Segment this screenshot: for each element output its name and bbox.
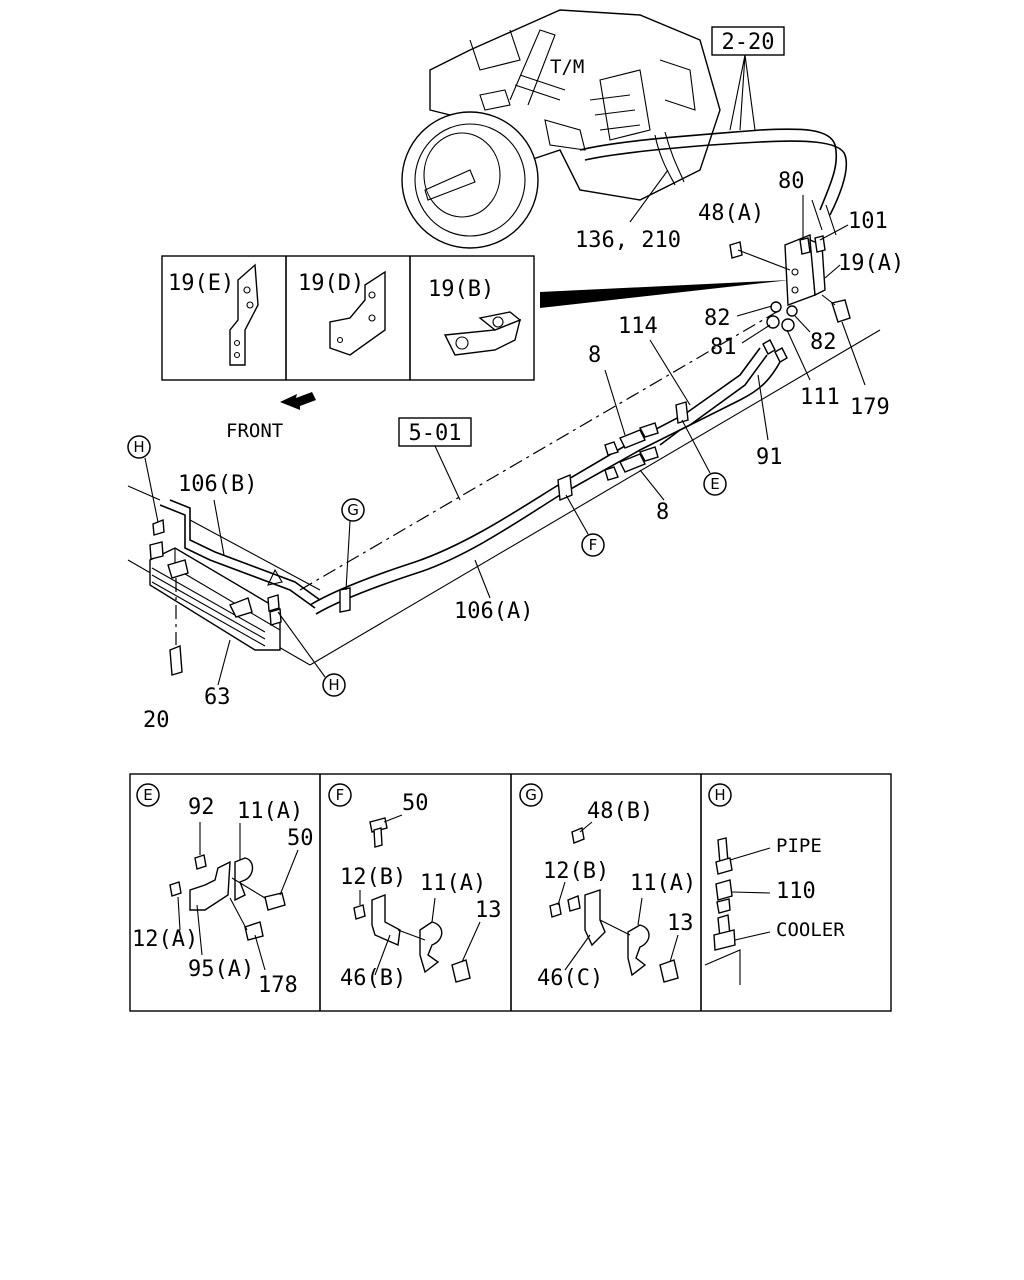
detail-e-label-178: 178 xyxy=(258,973,298,998)
detail-f-letter: F xyxy=(336,786,345,804)
detail-h-label-110: 110 xyxy=(776,879,816,904)
svg-text:H: H xyxy=(328,676,339,694)
svg-text:F: F xyxy=(589,536,598,554)
part-label-111: 111 xyxy=(800,385,840,410)
detail-f-label-11a: 11(A) xyxy=(420,871,486,896)
bracket-inset-panel: 19(E) 19(D) 19(B) xyxy=(161,255,535,381)
callout-e[interactable]: E xyxy=(681,419,727,496)
detail-h-letter: H xyxy=(714,786,725,804)
part-label-80: 80 xyxy=(778,169,805,194)
bracket-label-19d: 19(D) xyxy=(298,271,364,296)
bracket-19d-shape xyxy=(329,270,386,356)
tm-hose-lines xyxy=(579,128,848,236)
part-label-114: 114 xyxy=(618,314,658,339)
part-label-82-left: 82 xyxy=(704,306,731,331)
part-label-63: 63 xyxy=(204,685,231,710)
svg-text:H: H xyxy=(133,438,144,456)
bracket-label-19b: 19(B) xyxy=(428,277,494,302)
front-arrow-icon xyxy=(280,392,316,410)
detail-g-label-48b: 48(B) xyxy=(587,799,653,824)
detail-g-label-11a: 11(A) xyxy=(630,871,696,896)
part-label-101: 101 xyxy=(848,209,888,234)
detail-e-label-95a: 95(A) xyxy=(188,957,254,982)
front-reference-label: 5-01 xyxy=(409,421,462,446)
part-label-81: 81 xyxy=(710,335,737,360)
front-reference-box: 5-01 xyxy=(398,417,472,501)
callout-h-bottom[interactable]: H xyxy=(277,611,346,697)
part-label-179: 179 xyxy=(850,395,890,420)
part-label-136-210: 136, 210 xyxy=(575,228,681,253)
oil-cooler xyxy=(149,518,282,686)
callout-h-top[interactable]: H xyxy=(127,435,159,523)
detail-f-label-50: 50 xyxy=(402,791,429,816)
transmission-drawing xyxy=(401,9,721,249)
detail-f-label-13: 13 xyxy=(475,898,502,923)
detail-g-letter: G xyxy=(525,786,537,804)
detail-e-letter: E xyxy=(143,786,152,804)
svg-text:E: E xyxy=(710,475,719,493)
detail-e-label-50: 50 xyxy=(287,826,314,851)
detail-e-label-12a: 12(A) xyxy=(132,927,198,952)
front-indicator: FRONT xyxy=(226,392,316,442)
detail-e-label-92: 92 xyxy=(188,795,215,820)
detail-g-label-46c: 46(C) xyxy=(537,966,603,991)
part-label-82-right: 82 xyxy=(810,330,837,355)
upper-right-leaders xyxy=(736,195,866,386)
detail-g-label-13: 13 xyxy=(667,911,694,936)
bracket-label-19e: 19(E) xyxy=(168,271,234,296)
detail-panel-e: E 92 11(A) 50 12(A) 95(A) 178 xyxy=(132,783,314,998)
part-label-106a: 106(A) xyxy=(454,599,533,624)
detail-panel-f: F 50 12(B) 11(A) 13 46(B) xyxy=(328,783,502,991)
detail-g-label-12b: 12(B) xyxy=(543,859,609,884)
front-label: FRONT xyxy=(226,420,283,442)
detail-f-label-12b: 12(B) xyxy=(340,865,406,890)
tm-label: T/M xyxy=(550,56,584,78)
fitting-cluster xyxy=(729,233,851,363)
detail-panel-h: H PIPE 110 COOLER xyxy=(704,783,845,985)
detail-f-label-46b: 46(B) xyxy=(340,966,406,991)
callout-f[interactable]: F xyxy=(565,494,605,557)
part-label-20: 20 xyxy=(143,708,170,733)
tm-reference-box: 2-20 xyxy=(711,26,785,131)
leader-136 xyxy=(629,169,669,223)
part-label-48a: 48(A) xyxy=(698,201,764,226)
svg-text:G: G xyxy=(347,501,359,519)
part-label-19a: 19(A) xyxy=(838,251,904,276)
inset-pointer-arrow xyxy=(540,280,790,308)
part-label-8-lower: 8 xyxy=(656,500,669,525)
detail-panel-g: G 48(B) 12(B) 11(A) 13 46(C) xyxy=(519,783,696,991)
detail-e-label-11a: 11(A) xyxy=(237,799,303,824)
detail-h-label-pipe: PIPE xyxy=(776,835,822,857)
part-label-8-upper: 8 xyxy=(588,343,601,368)
part-label-91: 91 xyxy=(756,445,783,470)
detail-h-label-cooler: COOLER xyxy=(776,919,845,941)
tm-reference-label: 2-20 xyxy=(722,30,775,55)
part-label-106b: 106(B) xyxy=(178,472,257,497)
callout-g[interactable]: G xyxy=(341,498,365,591)
